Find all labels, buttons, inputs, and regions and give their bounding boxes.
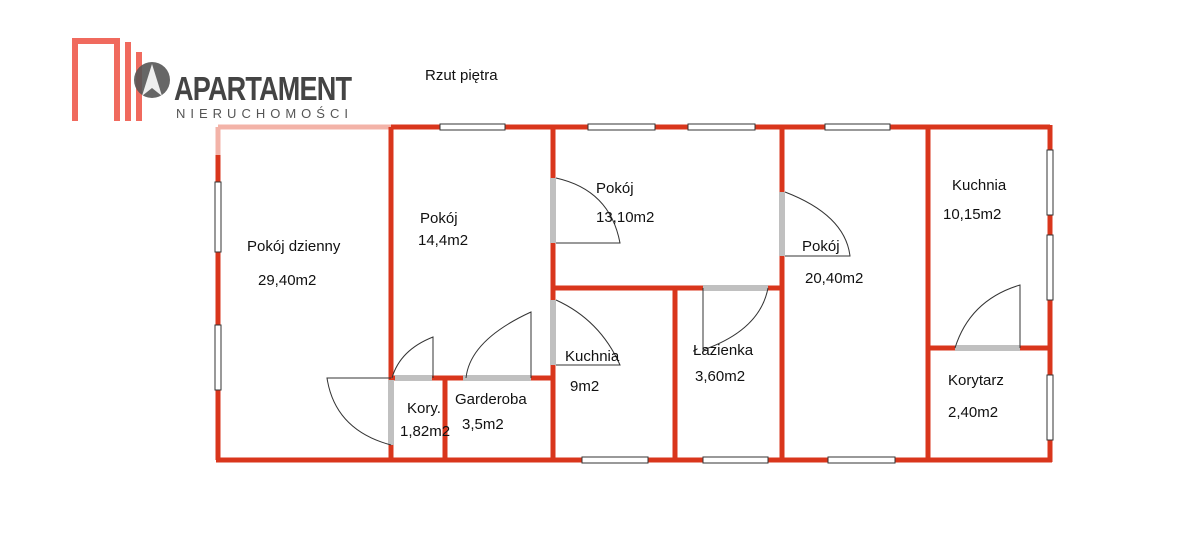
room-area: 13,10m2 [596, 209, 655, 226]
room-name: Kory. [407, 400, 441, 417]
room-name: Pokój [596, 180, 634, 197]
room-name: Pokój dzienny [247, 238, 341, 255]
room-name: Łazienka [693, 342, 754, 359]
room-name: Pokój [420, 210, 458, 227]
room-name: Kuchnia [952, 177, 1007, 194]
room-name: Kuchnia [565, 348, 620, 365]
room-name: Garderoba [455, 391, 527, 408]
logo-mark [72, 38, 170, 121]
logo-title: APARTAMENT [174, 70, 352, 107]
room-area: 20,40m2 [805, 270, 864, 287]
walls [215, 124, 1053, 463]
plan-title: Rzut piętra [425, 67, 498, 84]
doors [388, 178, 1020, 445]
room-area: 2,40m2 [948, 404, 999, 421]
room-area: 1,82m2 [400, 423, 451, 440]
door-swings [326, 177, 1021, 446]
room-name: Korytarz [948, 372, 1004, 389]
room-name: Pokój [802, 238, 840, 255]
room-area: 3,60m2 [695, 368, 746, 385]
room-area: 10,15m2 [943, 206, 1002, 223]
room-area: 14,4m2 [418, 232, 469, 249]
logo-subtitle: NIERUCHOMOŚCI [176, 106, 353, 121]
windows [214, 123, 1054, 464]
room-area: 9m2 [570, 378, 600, 395]
room-area: 3,5m2 [462, 416, 504, 433]
room-area: 29,40m2 [258, 272, 317, 289]
